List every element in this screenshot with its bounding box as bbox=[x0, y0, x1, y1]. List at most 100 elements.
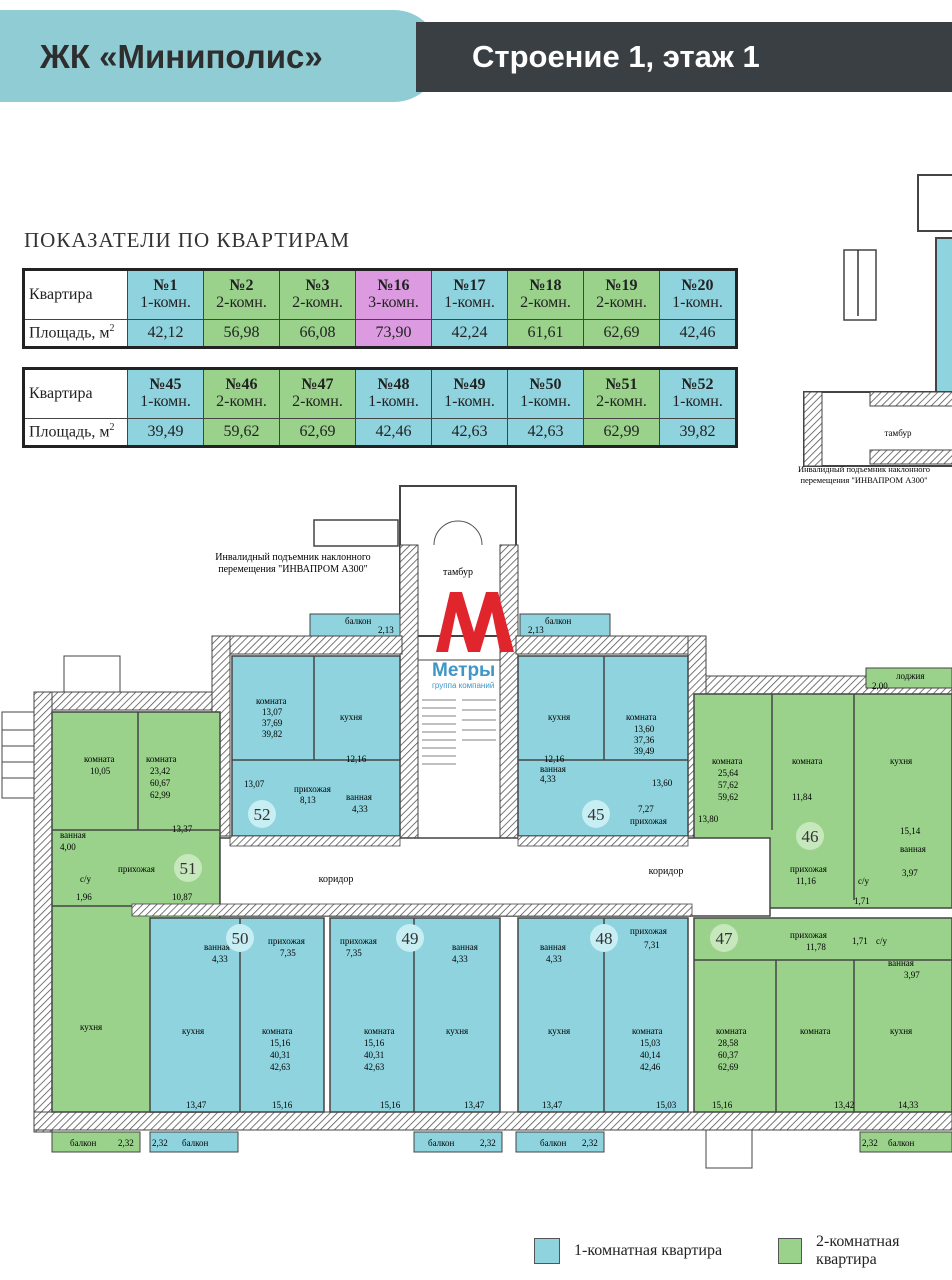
apartment-type: 1-комн. bbox=[444, 294, 495, 311]
apartment-number: №50 bbox=[529, 376, 562, 394]
svg-text:15,03: 15,03 bbox=[640, 1038, 661, 1048]
svg-text:комната: комната bbox=[364, 1026, 395, 1036]
svg-text:3,97: 3,97 bbox=[904, 970, 920, 980]
apartment-area-cell: 61,61 bbox=[507, 319, 584, 348]
svg-text:13,47: 13,47 bbox=[186, 1100, 207, 1110]
svg-text:лоджия: лоджия bbox=[896, 671, 925, 681]
apartment-marker-label-51: 51 bbox=[180, 859, 197, 878]
svg-text:ванная: ванная bbox=[346, 792, 372, 802]
apartment-marker-45 bbox=[582, 800, 610, 828]
svg-text:комната: комната bbox=[262, 1026, 293, 1036]
svg-text:13,37: 13,37 bbox=[172, 824, 193, 834]
apartment-area-cell: 62,69 bbox=[279, 418, 356, 447]
apartment-type: 2-комн. bbox=[292, 294, 343, 311]
svg-text:11,84: 11,84 bbox=[792, 792, 812, 802]
inset-lift-note-2: перемещения "ИНВАПРОМ А300" bbox=[800, 475, 927, 485]
svg-text:ванная: ванная bbox=[540, 764, 566, 774]
svg-text:комната: комната bbox=[632, 1026, 663, 1036]
apartment-marker-51 bbox=[174, 854, 202, 882]
svg-text:7,35: 7,35 bbox=[346, 948, 362, 958]
svg-text:2,32: 2,32 bbox=[118, 1138, 134, 1148]
apartment-area-cell: 73,90 bbox=[355, 319, 432, 348]
apartment-type: 1-комн. bbox=[672, 393, 723, 410]
apartment-marker-label-49: 49 bbox=[402, 929, 419, 948]
svg-text:3,97: 3,97 bbox=[902, 868, 918, 878]
svg-text:13,60: 13,60 bbox=[652, 778, 673, 788]
inset-lift-note-1: Инвалидный подъемник наклонного bbox=[798, 464, 930, 474]
apartment-marker-47 bbox=[710, 924, 738, 952]
logo-brand: Метры bbox=[432, 660, 495, 681]
apartment-marker-52 bbox=[248, 800, 276, 828]
svg-text:13,07: 13,07 bbox=[244, 779, 265, 789]
svg-text:кухня: кухня bbox=[340, 712, 362, 722]
svg-text:ванная: ванная bbox=[888, 958, 914, 968]
apartment-number: №1 bbox=[153, 277, 178, 295]
svg-text:57,62: 57,62 bbox=[718, 780, 738, 790]
apartment-area-cell: 59,62 bbox=[203, 418, 280, 447]
svg-text:кухня: кухня bbox=[548, 1026, 570, 1036]
apartment-marker-label-50: 50 bbox=[232, 929, 249, 948]
svg-text:13,60: 13,60 bbox=[634, 724, 655, 734]
row-label: Квартира bbox=[23, 269, 128, 320]
apartment-number: №18 bbox=[529, 277, 562, 295]
svg-text:ванная: ванная bbox=[204, 942, 230, 952]
entrance-core: тамбур Инвалидный подъемник наклонного п… bbox=[215, 485, 519, 856]
svg-text:4,33: 4,33 bbox=[540, 774, 556, 784]
corridor-label-left: коридор bbox=[319, 874, 354, 885]
apartment-type: 2-комн. bbox=[216, 393, 267, 410]
svg-text:2,00: 2,00 bbox=[872, 681, 888, 691]
apartment-area-cell: 42,46 bbox=[355, 418, 432, 447]
corridor-label-right: коридор bbox=[649, 866, 684, 877]
apartment-type: 1-комн. bbox=[520, 393, 571, 410]
apt-46-area bbox=[693, 693, 952, 909]
svg-text:балкон: балкон bbox=[888, 1138, 915, 1148]
legend-label-one-room: 1-комнатная квартира bbox=[574, 1242, 723, 1259]
apartment-type: 1-комн. bbox=[140, 294, 191, 311]
svg-text:2,32: 2,32 bbox=[152, 1138, 168, 1148]
svg-text:4,33: 4,33 bbox=[452, 954, 468, 964]
svg-text:15,16: 15,16 bbox=[270, 1038, 291, 1048]
svg-text:кухня: кухня bbox=[548, 712, 570, 722]
apartment-areas bbox=[51, 655, 952, 1113]
apartment-area-cell: 66,08 bbox=[279, 319, 356, 348]
svg-text:балкон: балкон bbox=[545, 616, 572, 626]
apartment-type: 2-комн. bbox=[216, 294, 267, 311]
svg-text:7,31: 7,31 bbox=[644, 940, 660, 950]
svg-text:кухня: кухня bbox=[80, 1022, 102, 1032]
apartment-type: 3-комн. bbox=[368, 294, 419, 311]
apartment-type: 1-комн. bbox=[444, 393, 495, 410]
svg-text:4,00: 4,00 bbox=[60, 842, 76, 852]
apartment-area-cell: 42,63 bbox=[431, 418, 508, 447]
svg-text:комната: комната bbox=[256, 696, 287, 706]
apartment-area-cell: 62,99 bbox=[583, 418, 660, 447]
table-title: ПОКАЗАТЕЛИ ПО КВАРТИРАМ bbox=[24, 228, 351, 252]
lift-note-2: перемещения "ИНВАПРОМ А300" bbox=[218, 564, 368, 575]
row-label-area: Площадь, м2 bbox=[23, 418, 128, 447]
svg-text:прихожая: прихожая bbox=[630, 926, 667, 936]
svg-text:прихожая: прихожая bbox=[790, 864, 827, 874]
svg-text:10,05: 10,05 bbox=[90, 766, 111, 776]
svg-text:11,16: 11,16 bbox=[796, 876, 816, 886]
apartment-area-cell: 39,82 bbox=[659, 418, 737, 447]
svg-text:балкон: балкон bbox=[182, 1138, 209, 1148]
apartment-number: №45 bbox=[149, 376, 182, 394]
svg-text:15,16: 15,16 bbox=[712, 1100, 733, 1110]
apartment-marker-label-48: 48 bbox=[596, 929, 613, 948]
svg-text:кухня: кухня bbox=[446, 1026, 468, 1036]
apartment-type: 1-комн. bbox=[368, 393, 419, 410]
apartment-number: №3 bbox=[305, 277, 330, 295]
logo-tagline: группа компаний bbox=[432, 681, 494, 690]
svg-text:15,16: 15,16 bbox=[272, 1100, 293, 1110]
